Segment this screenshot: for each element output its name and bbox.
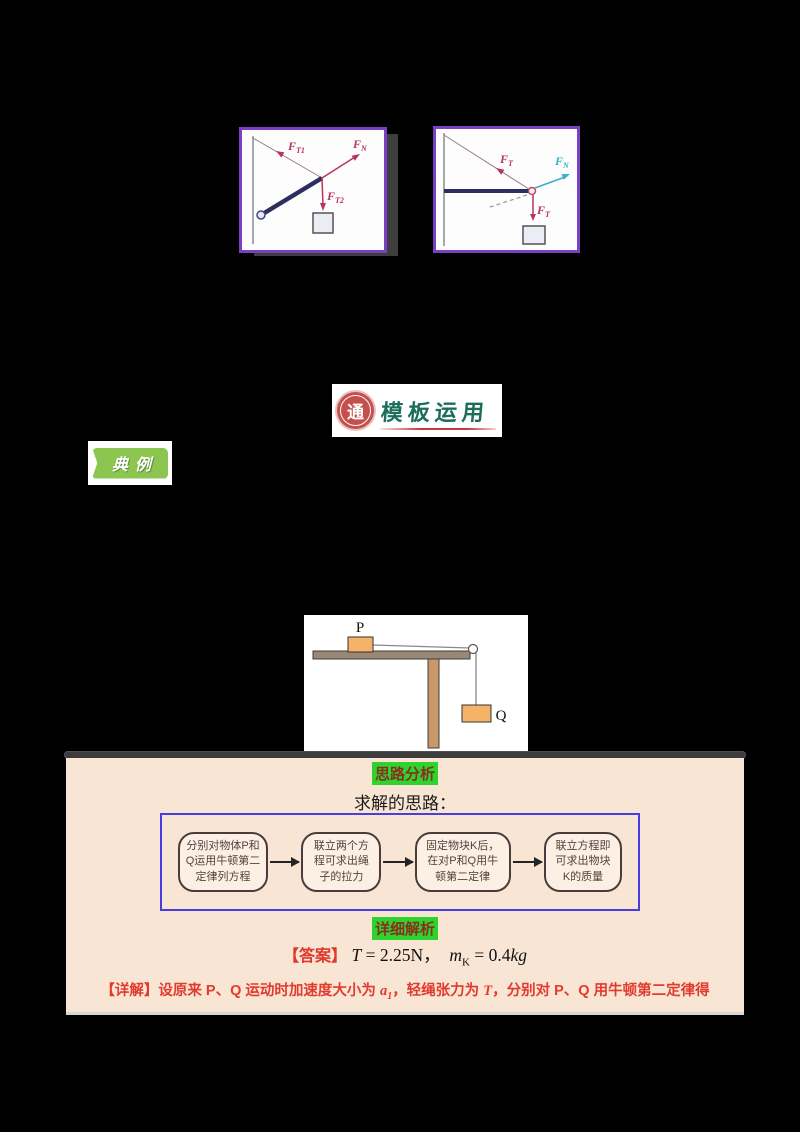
flow-arrow-icon	[512, 856, 544, 867]
fn-arrow	[534, 176, 566, 189]
flow-step-1-line1: 分别对物体P和	[186, 839, 260, 852]
ft-down-arrowhead-icon	[530, 214, 536, 221]
string-horizontal	[372, 644, 471, 649]
intro-text: 求解的思路：	[354, 794, 456, 813]
detail-text-3: ，分别对 P、Q 用牛顿第二定律得	[492, 983, 710, 999]
flow-step-3-line3: 顿第二定律	[435, 870, 491, 883]
flow-arrow-icon	[383, 856, 414, 867]
force-diagram-left: FT1 FN FT2	[239, 127, 387, 253]
var-t: T	[351, 945, 362, 965]
answer-math: T = 2.25N， mK = 0.4kg	[351, 945, 527, 969]
detail-label: 【详解】	[100, 983, 159, 999]
label-fn: FN	[554, 154, 570, 170]
flowchart: 分别对物体P和 Q运用牛顿第二 定律列方程 联立两个方 程可求出绳 子的拉力 固…	[160, 813, 640, 911]
fn-arrowhead-icon	[561, 174, 570, 180]
ft2-arrowhead-icon	[320, 203, 326, 211]
hanging-block	[522, 225, 546, 245]
label-ft-down: FT	[536, 203, 551, 219]
flow-step-2-line3: 子的拉力	[319, 870, 364, 883]
ft-rope-arrowhead-icon	[496, 168, 505, 175]
block-p	[347, 636, 374, 653]
rope-line	[443, 134, 533, 192]
dashed-guide-line	[489, 194, 528, 208]
rope-line	[252, 137, 323, 179]
flow-step-1-line2: Q运用牛顿第二	[185, 855, 261, 868]
var-t: T	[483, 983, 493, 999]
analysis-title-row: 思路分析	[66, 762, 744, 785]
flow-step-3-line1: 固定物块K后，	[425, 839, 500, 852]
fn-arrowhead-icon	[351, 154, 360, 161]
pulley-figure-drawing: P Q	[312, 620, 507, 749]
t-value: = 2.25N	[365, 945, 424, 965]
var-m-sub: K	[462, 956, 470, 969]
solution-title-row: 详细解析	[66, 917, 744, 940]
force-diagram-right-drawing: FT FN FT	[443, 133, 570, 246]
comma: ，	[423, 945, 441, 965]
flow-step-3-line2: 在对P和Q用牛	[427, 855, 499, 868]
flow-step-3: 固定物块K后， 在对P和Q用牛 顿第二定律	[414, 831, 511, 893]
pulley-figure: P Q	[304, 615, 528, 752]
joint-icon	[527, 186, 537, 196]
example-badge: 典例	[92, 447, 168, 479]
divider-bar	[64, 751, 746, 759]
analysis-title: 思路分析	[371, 762, 438, 785]
analysis-panel: 思路分析 求解的思路： 分别对物体P和 Q运用牛顿第二 定律列方程 联立两个方 …	[66, 758, 744, 1015]
flow-step-2-line2: 程可求出绳	[313, 855, 369, 868]
ft1-arrowhead-icon	[276, 151, 285, 158]
flow-step-2-line1: 联立两个方	[313, 839, 369, 852]
rod-line	[259, 176, 324, 217]
logo-underline	[380, 427, 496, 430]
section-logo: 通 模板运用	[332, 384, 502, 437]
label-fn: FN	[352, 137, 368, 153]
var-a1: a1	[379, 983, 393, 1002]
ft2-arrow	[321, 177, 324, 207]
fn-arrow	[321, 156, 356, 179]
var-m: m	[449, 945, 462, 965]
label-q: Q	[496, 708, 507, 724]
example-badge-wrap: 典例	[88, 441, 172, 485]
force-diagram-right: FT FN FT	[433, 126, 580, 253]
flow-step-2: 联立两个方 程可求出绳 子的拉力	[301, 831, 382, 893]
m-value: = 0.4	[474, 945, 511, 965]
table-post	[427, 658, 440, 749]
flow-arrow-icon	[270, 856, 301, 867]
flow-step-1: 分别对物体P和 Q运用牛顿第二 定律列方程	[178, 831, 268, 893]
detail-line: 【详解】设原来 P、Q 运动时加速度大小为 a1，轻绳张力为 T，分别对 P、Q…	[66, 979, 744, 1002]
flow-step-1-line3: 定律列方程	[195, 870, 251, 883]
flow-step-4-line2: 可求出物块	[555, 855, 611, 868]
seal-icon: 通	[337, 392, 374, 429]
label-ft2: FT2	[326, 189, 344, 205]
label-p: P	[356, 620, 364, 636]
solution-title: 详细解析	[371, 917, 438, 940]
detail-text-1: 设原来 P、Q 运动时加速度大小为	[158, 983, 380, 999]
block-q	[461, 704, 492, 723]
pulley-icon	[467, 643, 479, 655]
flow-step-4-line3: K的质量	[562, 870, 604, 883]
label-ft1: FT1	[287, 139, 305, 155]
detail-text-2: ，轻绳张力为	[392, 983, 484, 999]
flow-step-4: 联立方程即 可求出物块 K的质量	[543, 831, 622, 893]
section-logo-title: 模板运用	[379, 399, 490, 425]
seal-character: 通	[347, 403, 364, 422]
hanging-block	[312, 212, 334, 234]
answer-line: 【答案】 T = 2.25N， mK = 0.4kg	[66, 942, 744, 969]
flow-step-4-line1: 联立方程即	[555, 839, 611, 852]
pivot-icon	[256, 210, 266, 220]
table-top	[312, 650, 471, 660]
answer-label: 【答案】	[283, 948, 348, 965]
label-ft-rope: FT	[499, 152, 514, 168]
m-unit: kg	[510, 945, 527, 965]
force-diagram-left-drawing: FT1 FN FT2	[252, 136, 368, 244]
